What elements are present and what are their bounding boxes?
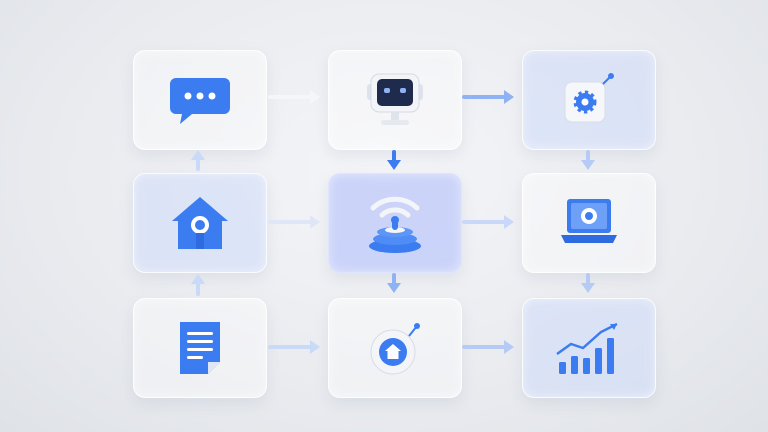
node-laptop [522,173,656,273]
home-sensor-icon [370,323,420,375]
arrow-document-to-home [191,274,205,296]
document-icon [180,322,220,374]
robot-monitor-icon [367,73,423,125]
node-home-sensor [328,298,462,398]
bar-chart-growth-icon [556,322,618,374]
node-hub [328,173,462,273]
arrow-hub-to-laptop [462,215,514,229]
gear-panel-icon [564,73,614,123]
wifi-hub-icon [369,196,421,253]
node-chat [133,50,267,150]
chat-bubble-icon [170,78,230,124]
arrow-settings-to-laptop [581,150,595,170]
node-robot [328,50,462,150]
arrow-home-sensor-to-growth [462,340,514,354]
laptop-icon [561,199,617,243]
arrow-chat-to-robot [268,90,320,104]
node-document [133,298,267,398]
arrow-robot-to-settings [462,90,514,104]
arrow-home-to-hub [268,215,320,229]
arrow-hub-to-home-sensor [387,273,401,293]
node-growth [522,298,656,398]
arrow-laptop-to-growth [581,273,595,293]
arrow-home-to-chat [191,150,205,171]
arrow-document-to-home-sensor [268,340,320,354]
arrow-robot-to-hub [387,150,401,170]
smart-home-icon [172,197,228,249]
node-home [133,173,267,273]
node-settings [522,50,656,150]
